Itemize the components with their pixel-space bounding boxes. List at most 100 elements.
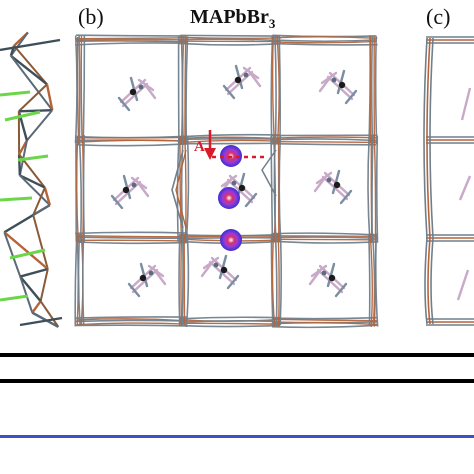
organic-molecule	[127, 262, 167, 298]
lattice-bond-vertical	[81, 233, 85, 326]
lattice-bond-vertical	[178, 234, 181, 326]
lattice-bond-vertical	[180, 233, 183, 327]
lattice-bond-horizontal	[179, 38, 280, 42]
lattice-bond-vertical	[274, 233, 278, 327]
panel-b-title-main: MAPbBr	[190, 6, 269, 28]
lattice-bond-horizontal	[76, 34, 187, 37]
lattice-bond-horizontal	[272, 232, 377, 236]
left-structure-bond	[19, 276, 34, 314]
left-structure-bond	[3, 231, 22, 277]
lattice-bond-vertical	[185, 233, 190, 327]
lattice-bond-horizontal	[179, 139, 281, 144]
lattice-bond-horizontal	[75, 241, 188, 245]
panel-c-bond-vertical	[429, 37, 434, 325]
molecule-bond	[315, 171, 333, 185]
molecule-atom	[231, 180, 237, 186]
left-structure-bond	[26, 109, 54, 142]
lattice-bond-vertical	[277, 233, 280, 327]
panel-c-molecule-bond	[458, 175, 472, 201]
lattice-bond-horizontal	[179, 136, 281, 140]
molecule-atom	[138, 84, 144, 90]
left-structure-bond	[10, 55, 54, 111]
organic-molecule	[117, 76, 157, 112]
left-structure-bond	[0, 38, 61, 52]
molecule-bond	[244, 192, 258, 208]
left-structure-bond	[45, 84, 54, 111]
molecule-atom	[238, 184, 246, 192]
lattice-bond-horizontal	[178, 322, 281, 325]
lattice-bond-vertical	[180, 135, 184, 242]
lattice-bond-horizontal	[75, 231, 187, 235]
panel-c-label: (c)	[426, 4, 451, 29]
molecule-atom	[338, 81, 346, 89]
rule-black-middle	[0, 379, 474, 383]
bottom-rules	[0, 353, 474, 438]
left-structure-green-bond	[9, 248, 46, 260]
organic-molecule	[222, 64, 262, 100]
lattice-bond-vertical	[77, 233, 81, 327]
lattice-bond-horizontal	[272, 236, 378, 239]
lattice-bond-horizontal	[272, 240, 377, 244]
left-structure-bond	[18, 83, 48, 112]
lattice-bond-horizontal	[270, 136, 377, 139]
molecule-bond	[222, 84, 236, 100]
molecule-atom	[243, 72, 249, 78]
lattice-bond-horizontal	[271, 142, 377, 146]
lattice-bond-vertical	[367, 234, 371, 327]
left-structure-bond	[39, 268, 49, 302]
panel-b-annotation	[204, 130, 268, 160]
lattice-bond-horizontal	[179, 324, 281, 328]
molecule-bond	[334, 282, 348, 298]
molecule-atom	[129, 88, 137, 96]
molecule-bond	[226, 274, 240, 290]
molecule-bond	[344, 89, 358, 105]
lattice-bond-horizontal	[76, 322, 187, 326]
lattice-bond-vertical	[371, 135, 374, 243]
lattice-bond-vertical	[179, 135, 183, 242]
left-structure-bond	[19, 174, 51, 206]
lattice-bond-vertical	[82, 135, 86, 242]
lattice-bond-horizontal	[271, 36, 378, 39]
panel-b-molecules	[110, 64, 358, 298]
lattice-bond-vertical	[185, 36, 189, 145]
left-structure-bond	[19, 267, 49, 278]
lattice-bond-horizontal	[75, 139, 187, 143]
lattice-bond-horizontal	[76, 239, 187, 242]
lattice-bond-horizontal	[76, 40, 188, 43]
lattice-bond-horizontal	[75, 319, 187, 323]
lattice-bond-horizontal	[271, 39, 378, 43]
left-structure-bond	[19, 174, 46, 189]
left-structure-bond	[17, 154, 22, 176]
lattice-bond-vertical	[271, 233, 276, 328]
lattice-bond-horizontal	[179, 133, 280, 138]
lattice-bond-horizontal	[179, 316, 281, 320]
lattice-bond-vertical	[370, 35, 374, 144]
lattice-bond-vertical	[176, 136, 180, 242]
lattice-bond-vertical	[279, 234, 282, 326]
molecule-atom	[328, 274, 336, 282]
left-structure-green-bond	[0, 294, 29, 302]
left-structure-bond	[19, 275, 42, 302]
molecule-bond	[130, 176, 148, 190]
organic-molecule	[200, 254, 240, 290]
molecule-bond	[320, 71, 338, 85]
left-structure-bond	[3, 213, 34, 234]
lattice-bond-horizontal	[179, 34, 280, 37]
lattice-bond-vertical	[278, 35, 281, 144]
left-structure-green-bond	[4, 110, 41, 122]
lattice-bond-horizontal	[75, 37, 188, 40]
molecule-atom	[131, 182, 137, 188]
molecule-atom	[122, 186, 130, 194]
organic-molecule	[313, 169, 353, 205]
molecule-bond	[137, 78, 155, 92]
lattice-distortion	[261, 149, 277, 197]
molecule-atom	[321, 270, 327, 276]
lattice-bond-vertical	[273, 135, 277, 243]
lattice-bond-horizontal	[178, 36, 281, 40]
left-structure-bond	[32, 214, 49, 270]
lattice-bond-horizontal	[75, 42, 188, 46]
panel-b-label: (b)	[78, 4, 104, 29]
molecule-atom	[331, 77, 337, 83]
molecule-atom	[139, 274, 147, 282]
panel-b-title: MAPbBr3	[190, 6, 275, 32]
